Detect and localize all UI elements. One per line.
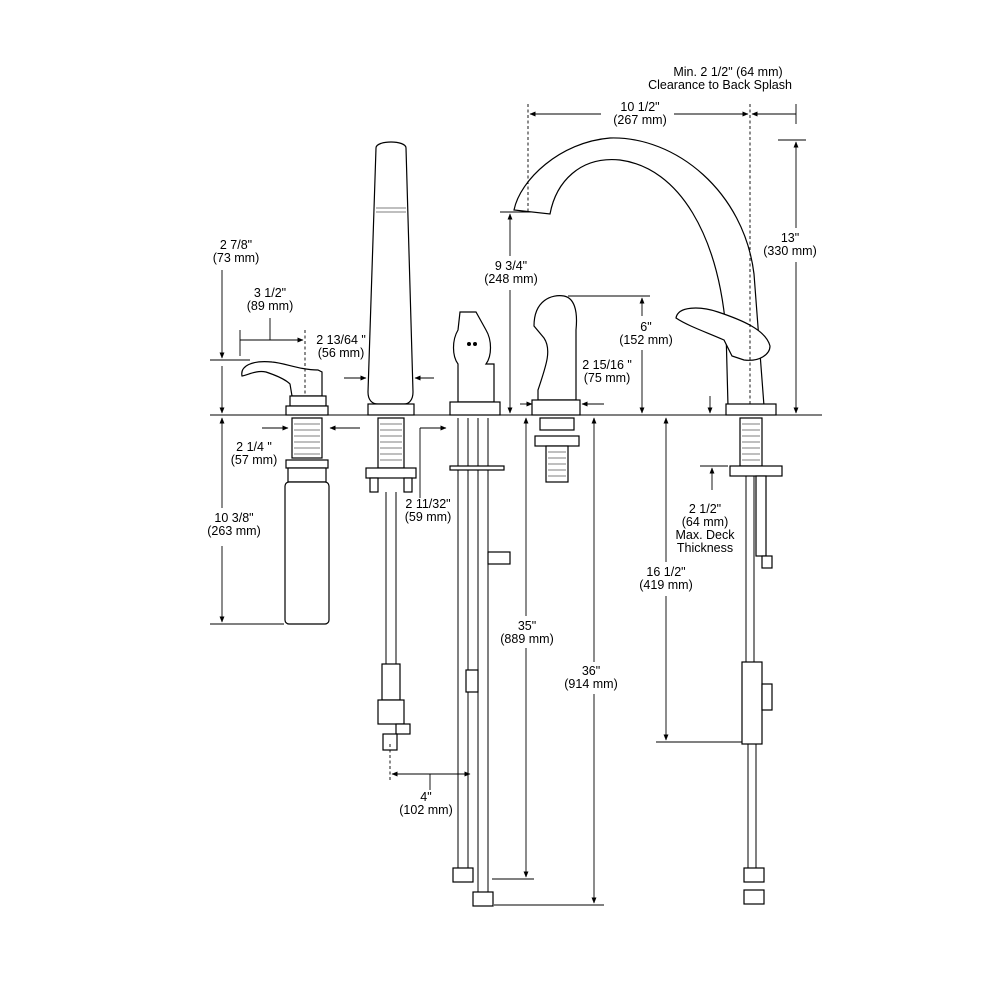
spray-width-mm: (56 mm) [318, 346, 365, 360]
handle-height-mm: (152 mm) [619, 333, 672, 347]
under-deck-mm: (419 mm) [639, 578, 692, 592]
deck-label2: Thickness [677, 541, 733, 555]
reach-mm: (267 mm) [613, 113, 666, 127]
under-deck-inches: 16 1/2" [646, 565, 685, 579]
side-spray [365, 141, 417, 751]
soap-bottle-inches: 10 3/8" [214, 511, 253, 525]
supply-36-inches: 36" [582, 664, 600, 678]
supply-35-inches: 35" [518, 619, 536, 633]
deck-label1: Max. Deck [675, 528, 735, 542]
spout-under-inches: 9 3/4" [495, 259, 527, 273]
backsplash-line2: Clearance to Back Splash [648, 78, 792, 92]
spray-width-inches: 2 13/64 " [316, 333, 366, 347]
pump-base [449, 311, 511, 907]
handle-height-inches: 6" [640, 320, 651, 334]
main-faucet [513, 137, 783, 905]
deck-mm: (64 mm) [682, 515, 729, 529]
soap-height-mm: (73 mm) [213, 251, 260, 265]
soap-bottle-mm: (263 mm) [207, 524, 260, 538]
reach-inches: 10 1/2" [620, 100, 659, 114]
soap-shank-inches: 2 1/4 " [236, 440, 272, 454]
handle-base-inches: 2 15/16 " [582, 358, 632, 372]
soap-reach-inches: 3 1/2" [254, 286, 286, 300]
handle-base-mm: (75 mm) [584, 371, 631, 385]
soap-reach-mm: (89 mm) [247, 299, 294, 313]
spray-offset-mm: (102 mm) [399, 803, 452, 817]
height-mm: (330 mm) [763, 244, 816, 258]
spray-offset-inches: 4" [420, 790, 431, 804]
spray-shank-mm: (59 mm) [405, 510, 452, 524]
backsplash-line1: Min. 2 1/2" (64 mm) [673, 65, 782, 79]
deck-inches: 2 1/2" [689, 502, 721, 516]
supply-36-mm: (914 mm) [564, 677, 617, 691]
soap-height-inches: 2 7/8" [220, 238, 252, 252]
spout-under-mm: (248 mm) [484, 272, 537, 286]
soap-dispenser [241, 361, 330, 625]
supply-35-mm: (889 mm) [500, 632, 553, 646]
handle-valve [531, 295, 581, 483]
height-inches: 13" [781, 231, 799, 245]
spray-shank-inches: 2 11/32" [405, 497, 450, 511]
soap-shank-mm: (57 mm) [231, 453, 278, 467]
